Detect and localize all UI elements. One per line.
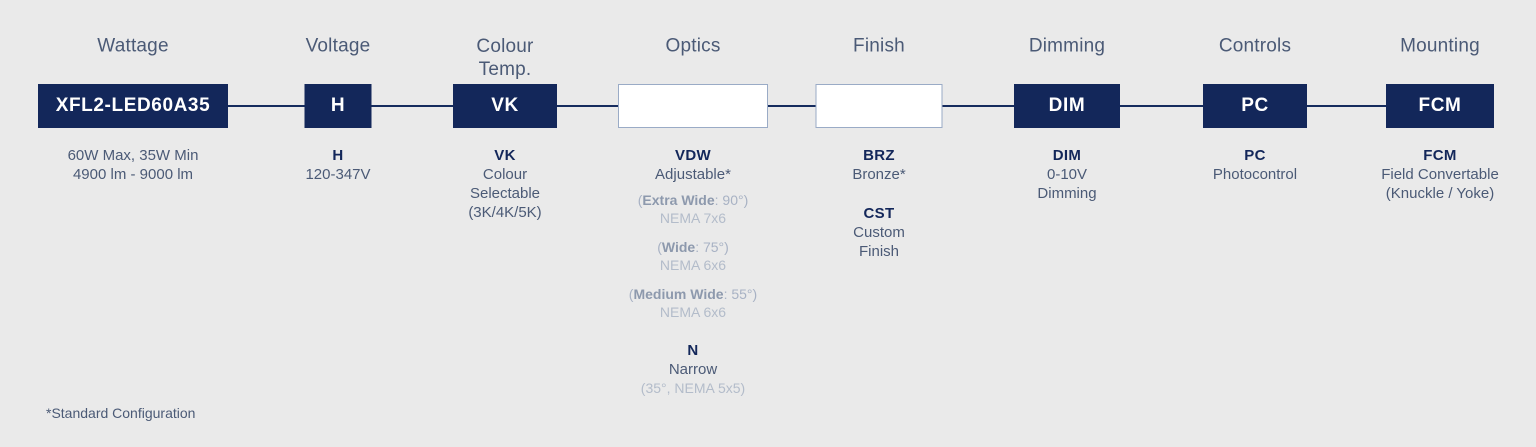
code-chip-controls[interactable]: PC — [1203, 84, 1307, 128]
connector-line-2 — [371, 105, 454, 107]
connector-line-4 — [767, 105, 817, 107]
option-code: VDW — [675, 147, 711, 164]
option-code: FCM — [1423, 147, 1457, 164]
optics-nema: NEMA 6x6 — [659, 257, 727, 273]
connector-line-5 — [942, 105, 1015, 107]
column-header-voltage: Voltage — [305, 35, 371, 57]
option-desc: Photocontrol — [1212, 166, 1298, 183]
option-desc: Colour Selectable (3K/4K/5K) — [468, 166, 542, 221]
details-controls: PC Photocontrol — [1174, 146, 1336, 184]
option-wattage-0: 60W Max, 35W Min 4900 lm - 9000 lm — [18, 146, 248, 184]
option-desc: 120-347V — [305, 166, 371, 183]
code-chip-wattage[interactable]: XFL2-LED60A35 — [38, 84, 228, 128]
details-finish: BRZ Bronze* CST Custom Finish — [799, 146, 959, 261]
option-desc: Narrow — [668, 361, 718, 378]
details-colour-temp: VK Colour Selectable (3K/4K/5K) — [425, 146, 585, 222]
option-code: H — [332, 147, 344, 164]
paren-open: ( — [637, 192, 643, 208]
optics-beam-label: Extra Wide — [642, 192, 715, 208]
column-header-controls: Controls — [1218, 35, 1292, 57]
option-desc: Field Convertable (Knuckle / Yoke) — [1381, 166, 1499, 202]
code-chip-voltage[interactable]: H — [304, 84, 372, 128]
optics-sub-line: (Wide: 75°) — [593, 238, 793, 256]
option-code: BRZ — [863, 147, 895, 164]
option-optics-vdw: VDW Adjustable* (Extra Wide: 90°) NEMA 7… — [593, 146, 793, 321]
option-colour-temp-0: VK Colour Selectable (3K/4K/5K) — [425, 146, 585, 222]
optics-sub-medium-wide: (Medium Wide: 55°) NEMA 6x6 — [593, 285, 793, 321]
code-chip-finish[interactable] — [815, 84, 943, 128]
code-chip-colour-temp[interactable]: VK — [453, 84, 557, 128]
footnote-standard-configuration: *Standard Configuration — [46, 405, 196, 421]
paren-open: ( — [628, 286, 634, 302]
code-chip-dimming[interactable]: DIM — [1014, 84, 1120, 128]
column-header-wattage: Wattage — [97, 35, 169, 57]
option-desc: 0-10V Dimming — [1037, 166, 1097, 202]
option-optics-narrow: N Narrow (35°, NEMA 5x5) — [593, 341, 793, 397]
option-code: VK — [494, 147, 516, 164]
details-optics: VDW Adjustable* (Extra Wide: 90°) NEMA 7… — [593, 146, 793, 397]
details-voltage: H 120-347V — [263, 146, 413, 184]
option-code: CST — [863, 205, 895, 222]
option-desc: 60W Max, 35W Min 4900 lm - 9000 lm — [67, 147, 199, 183]
paren-open: ( — [657, 239, 662, 255]
column-header-finish: Finish — [853, 35, 905, 57]
column-header-dimming: Dimming — [1028, 35, 1106, 57]
option-desc: Bronze* — [852, 166, 906, 183]
connector-line-7 — [1306, 105, 1388, 107]
option-desc: Custom Finish — [853, 224, 905, 260]
optics-nema: NEMA 7x6 — [659, 210, 727, 226]
code-chip-optics[interactable] — [618, 84, 768, 128]
code-chip-mounting[interactable]: FCM — [1386, 84, 1494, 128]
details-dimming: DIM 0-10V Dimming — [986, 146, 1148, 203]
optics-sub-extra-wide: (Extra Wide: 90°) NEMA 7x6 — [593, 191, 793, 227]
column-header-colour-temp: Colour Temp. — [476, 36, 534, 80]
optics-sub-line: (Extra Wide: 90°) — [593, 191, 793, 209]
optics-sub-line: (Medium Wide: 55°) — [593, 285, 793, 303]
optics-beam-label: Medium Wide — [633, 286, 724, 302]
option-dimming-0: DIM 0-10V Dimming — [986, 146, 1148, 203]
option-voltage-0: H 120-347V — [263, 146, 413, 184]
optics-beam-label: Wide — [661, 239, 696, 255]
option-code: N — [687, 342, 699, 359]
column-header-mounting: Mounting — [1400, 35, 1480, 57]
column-header-optics: Optics — [665, 35, 721, 57]
connector-line-1 — [228, 105, 306, 107]
connector-line-6 — [1119, 105, 1204, 107]
optics-beam-value: : 55°) — [723, 286, 758, 302]
connector-line-3 — [556, 105, 619, 107]
details-mounting: FCM Field Convertable (Knuckle / Yoke) — [1337, 146, 1536, 203]
optics-beam-value: : 75°) — [695, 239, 729, 255]
optics-sub-wide: (Wide: 75°) NEMA 6x6 — [593, 238, 793, 274]
optics-nema: NEMA 6x6 — [659, 304, 727, 320]
option-finish-cst: CST Custom Finish — [799, 204, 959, 261]
option-code: DIM — [1052, 147, 1082, 164]
option-mounting-0: FCM Field Convertable (Knuckle / Yoke) — [1337, 146, 1536, 203]
optics-narrow-note: (35°, NEMA 5x5) — [640, 380, 746, 396]
details-wattage: 60W Max, 35W Min 4900 lm - 9000 lm — [18, 146, 248, 184]
option-code: PC — [1244, 147, 1266, 164]
option-desc: Adjustable* — [655, 166, 731, 183]
option-finish-brz: BRZ Bronze* — [799, 146, 959, 184]
option-controls-0: PC Photocontrol — [1174, 146, 1336, 184]
optics-beam-value: : 90°) — [714, 192, 749, 208]
